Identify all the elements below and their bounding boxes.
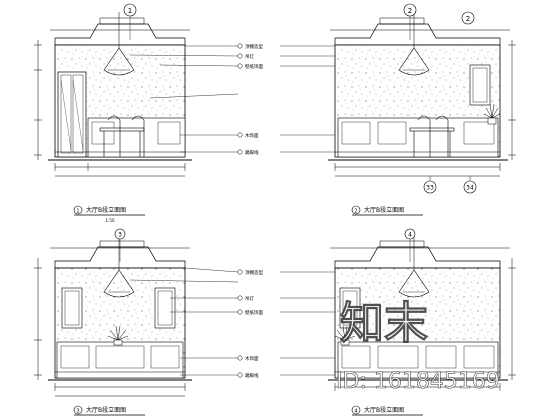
grid-marker-3-top: 3	[114, 228, 126, 240]
drawing-title: 大厅B段立面图	[364, 206, 404, 214]
svg-text:2: 2	[466, 15, 470, 23]
svg-text:1: 1	[76, 209, 79, 215]
svg-text:木饰面: 木饰面	[245, 132, 259, 139]
svg-text:吊灯: 吊灯	[245, 53, 254, 60]
grid-marker-4-top: 4	[404, 228, 416, 240]
callouts-bottom: 顶棚造型 吊灯 壁纸饰面 木饰面 踢脚线	[237, 269, 340, 379]
svg-text:壁纸饰面: 壁纸饰面	[245, 309, 263, 316]
svg-text:吊灯: 吊灯	[245, 295, 254, 302]
svg-text:1:50: 1:50	[106, 218, 115, 223]
plant-icon	[334, 325, 356, 346]
plant-icon	[483, 103, 501, 125]
title-block-4: 4 大厅B段立面图	[351, 405, 423, 416]
callout-leaders-1	[129, 45, 239, 153]
grid-marker-1-top: 1	[123, 3, 137, 17]
svg-text:踢脚线: 踢脚线	[245, 372, 259, 379]
grid-marker-2-right: 2	[461, 11, 475, 25]
grid-marker-33: 33	[423, 180, 437, 194]
svg-text:顶棚造型: 顶棚造型	[245, 43, 263, 50]
watermark: 知末 ID: 161845169	[336, 298, 500, 395]
svg-text:3: 3	[76, 409, 79, 415]
elevation-2: 2 2 33 34 2 大厅B段立面图	[328, 3, 516, 216]
callout-leaders-3	[129, 267, 239, 376]
svg-text:34: 34	[466, 185, 474, 192]
svg-text:4: 4	[408, 232, 412, 239]
watermark-brand: 知末	[340, 298, 428, 349]
svg-text:壁纸饰面: 壁纸饰面	[245, 63, 263, 70]
drawing-title: 大厅B段立面图	[86, 406, 126, 414]
svg-text:4: 4	[354, 409, 357, 415]
watermark-id: ID: 161845169	[336, 369, 500, 394]
svg-text:2: 2	[408, 7, 412, 15]
svg-text:3: 3	[118, 232, 122, 239]
svg-text:1: 1	[128, 7, 132, 15]
elevation-1: 1 1 大厅B段立面图 1:50	[34, 3, 239, 223]
title-block-1: 1 大厅B段立面图 1:50	[73, 205, 145, 223]
svg-text:踢脚线: 踢脚线	[245, 149, 259, 156]
elevation-4: 4 4 大厅B段立面图	[328, 228, 516, 416]
plant-icon	[107, 325, 129, 346]
grid-marker-34: 34	[463, 180, 477, 194]
title-block-2: 2 大厅B段立面图	[351, 205, 423, 216]
callouts-top: 顶棚造型 吊灯 壁纸饰面 木饰面 踢脚线	[237, 43, 340, 156]
svg-text:木饰面: 木饰面	[245, 355, 259, 362]
svg-text:2: 2	[354, 209, 357, 215]
drawing-title: 大厅B段立面图	[364, 406, 404, 414]
grid-marker-2-top: 2	[403, 3, 417, 17]
drawing-title: 大厅B段立面图	[86, 206, 126, 214]
svg-text:33: 33	[426, 185, 434, 192]
elevation-3: 3 3 大厅B段立面图	[34, 228, 239, 416]
title-block-3: 3 大厅B段立面图	[73, 405, 145, 416]
svg-text:顶棚造型: 顶棚造型	[245, 269, 263, 276]
